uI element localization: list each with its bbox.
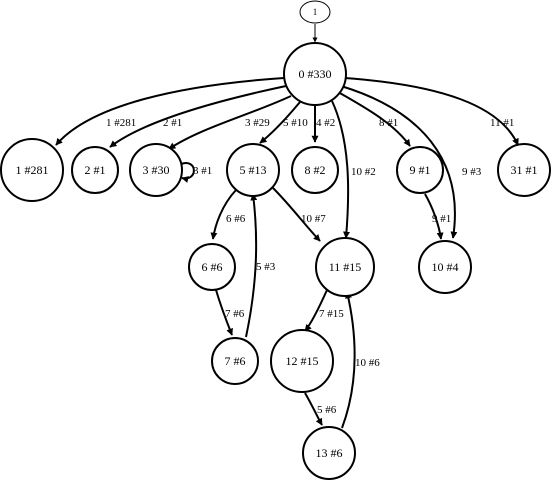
edge-label-n9-n10: 9 #1 (432, 213, 451, 225)
edges: 1 #281 2 #1 3 #29 5 #10 4 #2 10 #2 8 #1 … (55, 24, 519, 429)
edge-label-n13-n11: 10 #6 (355, 357, 380, 369)
edge-label-n0-n31: 11 #1 (490, 117, 514, 129)
edge-n9-to-n10 (424, 193, 444, 240)
edge-label-n7-n5: 5 #3 (256, 261, 276, 273)
node-8: 8 #2 (291, 146, 339, 194)
edge-label-n3-self: 3 #1 (193, 165, 212, 177)
edge-label-n12-n13: 5 #6 (317, 404, 337, 416)
edge-n13-to-n11 (341, 291, 356, 429)
edge-n0-to-n3 (168, 95, 292, 150)
node-6: 6 #6 (188, 243, 236, 291)
node-8-label: 8 #2 (305, 163, 326, 177)
edge-n11-to-n12 (304, 289, 328, 332)
node-5-label: 5 #13 (240, 163, 267, 177)
edge-label-n0-n8: 4 #2 (316, 117, 335, 129)
edge-n0-to-n31 (344, 77, 519, 146)
edge-label-n6-n7: 7 #6 (225, 308, 245, 320)
node-7-label: 7 #6 (225, 354, 246, 368)
node-10: 10 #4 (418, 240, 472, 294)
node-12: 12 #15 (270, 329, 334, 393)
node-9: 9 #1 (396, 146, 444, 194)
root-node: 1 (299, 0, 331, 24)
node-3-label: 3 #30 (143, 163, 170, 177)
node-1-label: 1 #281 (16, 163, 49, 177)
node-1: 1 #281 (0, 138, 64, 202)
edge-label-n11-n12: 7 #15 (319, 308, 344, 320)
node-0: 0 #330 (283, 42, 347, 106)
edge-n7-to-n5 (245, 193, 258, 338)
edge-n12-to-n13 (304, 392, 323, 426)
node-13-label: 13 #6 (316, 446, 343, 460)
edge-label-n0-n1: 1 #281 (106, 117, 136, 129)
node-31: 31 #1 (497, 143, 551, 197)
node-31-label: 31 #1 (511, 163, 538, 177)
root-node-label: 1 (313, 7, 318, 17)
edge-n0-to-n1 (55, 77, 285, 146)
edge-n5-to-n6 (210, 189, 237, 240)
edge-label-n5-n6: 6 #6 (226, 213, 246, 225)
edge-n0-to-n10 (340, 85, 458, 239)
node-5: 5 #13 (226, 143, 280, 197)
node-3: 3 #30 (129, 143, 183, 197)
edge-label-n0-n10: 9 #3 (462, 166, 482, 178)
node-2-label: 2 #1 (85, 163, 106, 177)
node-2: 2 #1 (71, 146, 119, 194)
edge-label-n0-n2: 2 #1 (163, 117, 182, 129)
node-9-label: 9 #1 (410, 163, 431, 177)
edge-label-n0-n11: 10 #2 (351, 166, 376, 178)
node-13: 13 #6 (302, 426, 356, 480)
node-0-label: 0 #330 (299, 67, 332, 81)
node-7: 7 #6 (211, 337, 259, 385)
edge-n6-to-n7 (215, 289, 233, 336)
edge-n0-to-n9 (337, 91, 411, 147)
edge-n0-to-n11 (331, 100, 351, 239)
node-12-label: 12 #15 (286, 354, 319, 368)
node-6-label: 6 #6 (202, 260, 223, 274)
node-11-label: 11 #15 (329, 260, 362, 274)
node-11: 11 #15 (315, 237, 375, 297)
edge-n0-to-n2 (109, 85, 287, 148)
edge-label-n0-n9: 8 #1 (379, 117, 398, 129)
edge-label-n0-n3: 3 #29 (245, 117, 270, 129)
node-10-label: 10 #4 (432, 260, 459, 274)
edge-label-n0-n5: 5 #10 (283, 117, 308, 129)
edge-n5-to-n11 (272, 187, 321, 242)
edge-n0-to-n5 (259, 101, 301, 144)
edge-n3-self-loop (180, 162, 195, 183)
edge-label-n5-n11: 10 #7 (301, 213, 326, 225)
